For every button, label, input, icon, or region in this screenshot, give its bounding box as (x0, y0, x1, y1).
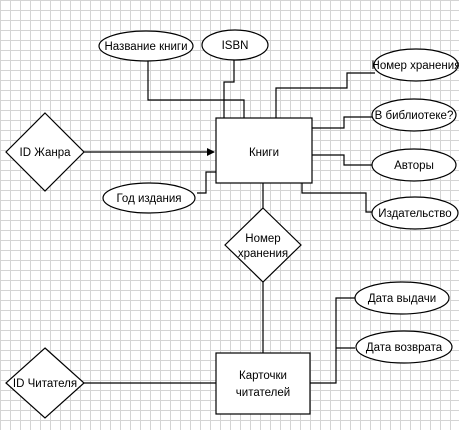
attribute-book-title[interactable]: Название книги (98, 30, 194, 62)
relationship-storage-number[interactable]: Номер хранения (224, 207, 302, 283)
entity-reader-cards-label-line1: Карточки (239, 370, 287, 382)
attribute-publication-year[interactable]: Год издания (102, 182, 196, 214)
connector-issue-date (310, 297, 355, 384)
attribute-storage-number[interactable]: Номер хранения (372, 48, 459, 82)
attribute-issue-date-label: Дата выдачи (368, 293, 436, 305)
connector-publication-year (197, 171, 216, 194)
attribute-in-library-label: В библиотеке? (375, 110, 454, 122)
attribute-issue-date[interactable]: Дата выдачи (354, 281, 450, 315)
relationship-storage-number-label-line2: хранения (238, 248, 288, 260)
connector-publisher (301, 182, 372, 213)
attribute-publisher[interactable]: Издательство (371, 196, 459, 230)
attribute-authors-label: Авторы (394, 160, 434, 172)
relationship-genre-id-label: ID Жанра (20, 147, 72, 159)
connector-book-title (147, 61, 245, 118)
relationship-genre-id[interactable]: ID Жанра (5, 112, 85, 192)
connector-isbn (223, 60, 235, 118)
entity-reader-cards[interactable]: Карточки читателей (215, 352, 311, 415)
attribute-return-date-label: Дата возврата (366, 342, 443, 354)
connector-storage-number (275, 72, 375, 118)
attribute-authors[interactable]: Авторы (371, 148, 457, 182)
attribute-book-title-label: Название книги (104, 41, 187, 53)
attribute-storage-number-label: Номер хранения (372, 60, 459, 72)
entity-books[interactable]: Книги (215, 117, 313, 184)
entity-books-label: Книги (249, 147, 279, 159)
attribute-isbn-label: ISBN (222, 40, 249, 52)
connector-in-library (312, 116, 372, 129)
relationship-storage-number-label-line1: Номер (245, 233, 280, 245)
attribute-isbn[interactable]: ISBN (201, 29, 269, 61)
connector-authors (312, 154, 372, 166)
relationship-reader-id[interactable]: ID Читателя (5, 347, 85, 419)
attribute-return-date[interactable]: Дата возврата (355, 330, 453, 364)
attribute-publication-year-label: Год издания (116, 193, 181, 205)
attribute-publisher-label: Издательство (378, 208, 451, 220)
entity-reader-cards-label-line2: читателей (236, 387, 290, 399)
connectors (84, 60, 375, 384)
relationship-reader-id-label: ID Читателя (13, 378, 77, 390)
attribute-in-library[interactable]: В библиотеке? (371, 98, 457, 132)
